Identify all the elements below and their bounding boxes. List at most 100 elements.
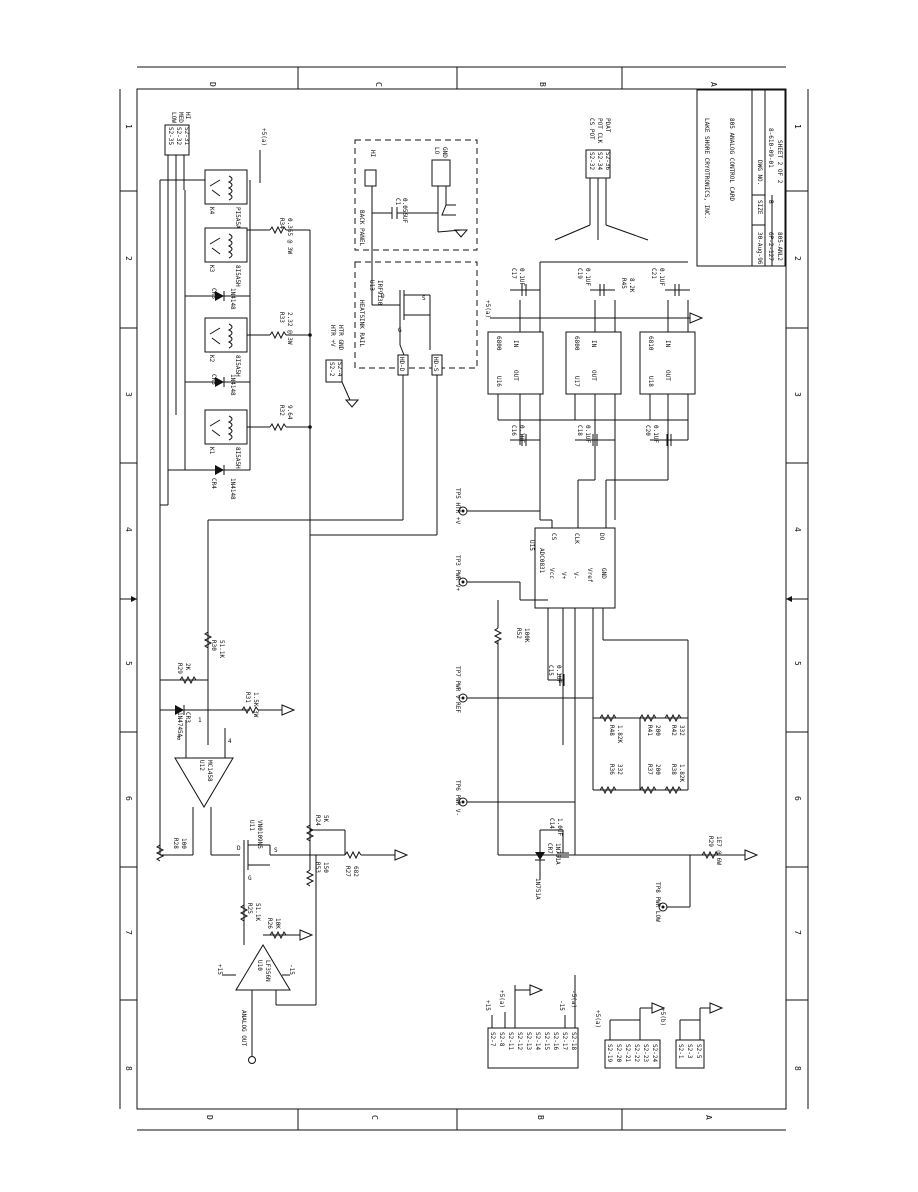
fet-u11: D S G U11 VN0109N5 [211, 820, 310, 890]
capacitor-ref: C20 [644, 425, 651, 436]
ic-ref: U11 [248, 820, 255, 831]
col-label-top: A [709, 82, 718, 87]
resistor-ref: R31 [244, 692, 251, 703]
panel-label: HEATSINK RAIL [358, 300, 365, 347]
ground-icon [344, 399, 360, 408]
resistor-ref: R53 [314, 862, 321, 873]
resistor-value: 51.1K [218, 640, 225, 658]
resistor-value: 2.32 @ 3W [286, 312, 293, 345]
capacitor-value: 0.1UF [584, 425, 591, 443]
power-connector-group-2: S2-19 S2-20 S2-21 S2-22 S2-23 S2-24 +5(a… [594, 1002, 666, 1069]
opamp-u12: U12 MC1458 8 4 1 [174, 717, 234, 855]
resistor-value: 332 [616, 764, 623, 775]
capacitor-ref: C17 [510, 268, 517, 279]
resistor-value: 51.1K [254, 903, 261, 921]
capacitor-ref: C15 [547, 665, 554, 676]
power-label: -15 [288, 964, 295, 975]
resistor-ref: R28 [172, 838, 179, 849]
row-label: 7 [793, 930, 802, 935]
revision-code: 805-ANL2 [776, 232, 783, 261]
row-label: 7 [124, 930, 133, 935]
relay-ref: K4 [208, 207, 215, 215]
resistor-value: 5K [322, 815, 329, 823]
panel-label: BACK PANEL [358, 210, 365, 247]
resistor-value: 150 [322, 862, 329, 873]
resistor-ref: R26 [266, 918, 273, 929]
resistor-ref: R52 [515, 628, 522, 639]
connector-pin: S2-31 [183, 127, 190, 145]
connector-label: HI [184, 112, 191, 120]
relay-k1: K1 8I5A5H [204, 409, 248, 469]
connector-pin: S2-22 [633, 1044, 640, 1062]
row-label: 5 [124, 661, 133, 666]
dwg-label: DWG NO. [756, 160, 763, 185]
resistor-value: 1.82K [616, 725, 623, 743]
connector-pin: S2-8 [498, 1032, 505, 1047]
power-label: +15 [216, 964, 223, 975]
resistor-ref: R37 [646, 764, 653, 775]
resistor-value: 100K [523, 628, 530, 643]
resistor-r28: R28 100 [155, 838, 187, 862]
resistor-value: 200 [654, 764, 661, 775]
diode-part: 1N4148 [229, 288, 236, 310]
ic-part: VN0109N5 [256, 820, 263, 849]
ic-part: ADC0831 [538, 548, 545, 574]
resistor-ref: R30 [210, 640, 217, 651]
power-label: +5(a) [594, 1010, 601, 1028]
ic-pin-label: OUT [664, 370, 671, 381]
diode-part: 1N4148 [229, 374, 236, 396]
terminal-label: HD-S [432, 357, 439, 372]
diode-part: 1N751A [534, 878, 541, 900]
ic-part: MC1458 [206, 760, 213, 782]
capacitor-ref: C19 [576, 268, 583, 279]
resistor-ref: R38 [670, 764, 677, 775]
offset-trim: R24 5K R27 682 R53 150 [305, 815, 409, 887]
terminal-label: HD-D [398, 357, 405, 372]
power-label: -5(a) [570, 990, 577, 1008]
ic-pin-label: IN [590, 340, 597, 348]
size-value: B [767, 200, 774, 204]
opamp-feedback: CR3 1N4745A R31 1.5K 3W R29 2K R30 51.1K [160, 631, 296, 856]
capacitor-value: 0.1UF [555, 665, 562, 683]
connector-pin: S2-14 [534, 1032, 541, 1050]
ground-icon [281, 704, 296, 716]
connector-label: PDAT [604, 118, 611, 133]
pot-connector: S2-32 S2-34 S2-36 CS POT POT CLK PDAT [554, 118, 649, 241]
drawing-date: 30-Aug-96 [756, 232, 763, 265]
svg-text:4: 4 [228, 738, 232, 745]
connector-pin: S2-15 [543, 1032, 550, 1050]
col-label-bottom: D [205, 1115, 214, 1120]
ic-pin-label: V+ [560, 572, 567, 580]
connector-pin: S2-21 [624, 1044, 631, 1062]
relay-ref: K1 [208, 447, 215, 455]
row-numbers: 1 2 3 4 5 6 7 8 1 2 3 4 5 6 7 8 [124, 124, 802, 1071]
svg-text:8: 8 [177, 735, 181, 742]
relay-k3: K3 8I5A5H [204, 227, 248, 287]
resistor-value: 1.5K 3W [252, 692, 259, 718]
connector-label: HTR +V [329, 325, 336, 347]
connector-pin: S2-35 [167, 127, 174, 145]
svg-text:G: G [248, 875, 252, 882]
ic-part: IRF9130 [376, 280, 383, 306]
connector-label: POT CLK [596, 118, 603, 144]
ic-part: 6810 [647, 336, 654, 351]
resistor-value: 1.82K [678, 764, 685, 782]
heater-connector: S2-2 S2-4 HTR +V HTR GND [325, 325, 360, 408]
connector-pin: S2-16 [552, 1032, 559, 1050]
connector-label: CS POT [588, 118, 595, 140]
ic-pin-label: V- [572, 572, 579, 579]
diode-cr5: CR5 1N4148 [185, 374, 250, 396]
test-point-label: TP8 PWR LOW [654, 882, 661, 922]
relay-part: 8I5A5H [234, 265, 241, 287]
test-point-tp5: TP5 HTR +V [454, 488, 540, 525]
ic-pin-label: OUT [590, 370, 597, 381]
resistor-value: 332 [678, 725, 685, 736]
resistor-value: 1E7 @ 6W [715, 836, 722, 865]
diode-cr4: CR4 1N4148 [168, 465, 250, 500]
connector-pin: S2-1 [677, 1044, 684, 1059]
ground-icon [299, 929, 314, 941]
ground-icon [453, 229, 469, 238]
regulator-u16: 6800 OUT IN U16 [487, 331, 544, 395]
